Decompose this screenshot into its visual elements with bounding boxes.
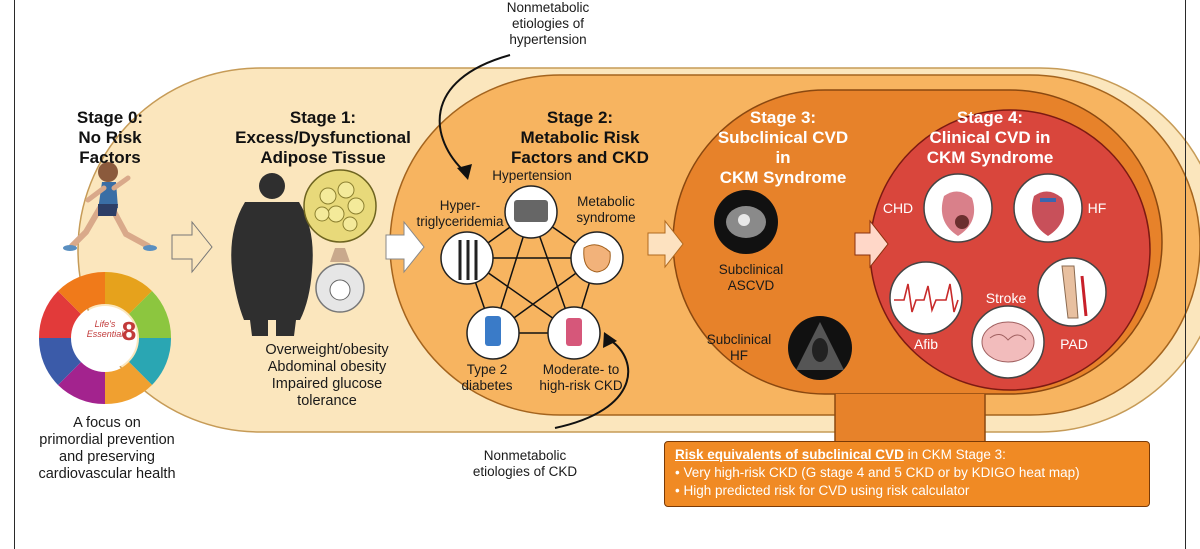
arrow-1-2 xyxy=(385,220,425,274)
stage1-title-line: Stage 1: xyxy=(289,108,357,127)
label-hypertriglyceridemia: Hyper- triglyceridemia xyxy=(410,198,510,230)
label-t2d-line1: Type 2 xyxy=(466,362,508,377)
arrow-2-3 xyxy=(647,219,684,269)
risk-panel-bullet: • High predicted risk for CVD using risk… xyxy=(675,482,970,498)
frame-line-left xyxy=(14,0,15,549)
pad-leg-image xyxy=(1037,257,1107,327)
top-note-line: Nonmetabolic xyxy=(506,0,590,15)
label-ascvd-line2: ASCVD xyxy=(727,277,775,293)
stage1-conditions: Overweight/obesity Abdominal obesity Imp… xyxy=(248,342,406,410)
scale-image xyxy=(315,248,365,313)
stage4-title: Stage 4: Clinical CVD in CKM Syndrome xyxy=(920,108,1060,168)
risk-panel-bullet: • Very high-risk CKD (G stage 4 and 5 CK… xyxy=(675,464,1080,480)
stage2-title-line: Factors and CKD xyxy=(511,148,649,168)
les8-logo-line2: Essential xyxy=(86,328,124,339)
risk-panel-heading-underlined: Risk equivalents of subclinical CVD xyxy=(675,447,904,462)
bottom-note: Nonmetabolic etiologies of CKD xyxy=(460,448,590,480)
label-chd: CHD xyxy=(882,200,914,216)
risk-panel-heading-rest: in CKM Stage 3: xyxy=(903,447,1006,462)
risk-equivalents-panel: Risk equivalents of subclinical CVD in C… xyxy=(664,441,1150,507)
echo-image xyxy=(788,316,852,380)
top-note-line: hypertension xyxy=(509,31,587,47)
adipose-tissue-image xyxy=(303,169,377,243)
label-hf-line1: Subclinical xyxy=(706,332,772,347)
label-type2-diabetes: Type 2 diabetes xyxy=(452,362,522,394)
obese-silhouette xyxy=(231,173,313,336)
les8-wheel xyxy=(38,271,172,405)
label-ckd-line1: Moderate- to xyxy=(542,362,620,377)
stage0-focus-line: cardiovascular health xyxy=(38,466,176,483)
stage3-title-line: CKM Syndrome xyxy=(719,168,847,188)
ct-scan-image xyxy=(714,190,778,254)
stage4-title-line: Stage 4: xyxy=(956,108,1024,127)
label-ascvd-line1: Subclinical xyxy=(718,262,784,277)
label-hf: HF xyxy=(1087,200,1107,216)
les8-logo-line1: Life's xyxy=(94,319,116,329)
stage1-title: Stage 1: Excess/Dysfunctional Adipose Ti… xyxy=(228,108,418,168)
brain-image xyxy=(971,305,1045,379)
arrow-3-4 xyxy=(854,219,889,269)
stage0-focus-line: A focus on xyxy=(73,415,141,431)
stage1-condition: Abdominal obesity xyxy=(267,359,387,376)
stage1-condition: Overweight/obesity xyxy=(265,342,389,358)
label-ckd-line2: high-risk CKD xyxy=(539,377,623,393)
stage0-title-line1: Stage 0: xyxy=(76,108,144,127)
stage4-title-line: CKM Syndrome xyxy=(926,148,1054,168)
stage2-title-line: Stage 2: xyxy=(546,108,614,127)
label-metabolic-line1: Metabolic xyxy=(577,194,635,209)
label-t2d-line2: diabetes xyxy=(461,377,513,393)
label-metabolic-syndrome: Metabolic syndrome xyxy=(568,194,644,226)
stage0-focus-text: A focus on primordial prevention and pre… xyxy=(22,415,192,483)
hf-heart-image xyxy=(1013,173,1083,243)
chd-heart-image xyxy=(923,173,993,243)
label-subclinical-ascvd: Subclinical ASCVD xyxy=(706,262,796,294)
stage1-condition: Impaired glucose xyxy=(271,376,383,393)
stage4-title-line: Clinical CVD in xyxy=(929,128,1051,148)
stage3-title-line: Stage 3: xyxy=(749,108,817,127)
label-ckd: Moderate- to high-risk CKD xyxy=(526,362,636,394)
runner-illustration xyxy=(63,162,157,251)
stage2-title-line: Metabolic Risk xyxy=(520,128,640,148)
stage1-title-line: Adipose Tissue xyxy=(260,148,386,168)
label-pad: PAD xyxy=(1060,336,1088,352)
stage0-focus-line: and preserving xyxy=(59,449,155,466)
stage3-title-line: Subclinical CVD in xyxy=(717,128,849,168)
les8-logo-text: Life's Essential xyxy=(70,319,140,340)
top-note-arrow xyxy=(438,54,511,173)
les8-logo-number: 8 xyxy=(121,316,137,346)
label-metabolic-line2: syndrome xyxy=(576,209,636,225)
stage1-condition: tolerance xyxy=(297,393,357,410)
stage1-title-line: Excess/Dysfunctional xyxy=(235,128,411,148)
label-subclinical-hf: Subclinical HF xyxy=(694,332,784,364)
panel-connector xyxy=(835,394,985,444)
stage0-title-line2: No Risk Factors xyxy=(78,128,142,168)
stage3-title: Stage 3: Subclinical CVD in CKM Syndrome xyxy=(708,108,858,188)
bottom-note-line: etiologies of CKD xyxy=(472,463,578,479)
label-hypertension: Hypertension xyxy=(492,168,572,183)
top-note: Nonmetabolic etiologies of hypertension xyxy=(478,0,618,48)
arrow-0-1 xyxy=(171,220,213,274)
stage0-title: Stage 0: No Risk Factors xyxy=(50,108,170,168)
risk-panel-heading: Risk equivalents of subclinical CVD in C… xyxy=(675,446,1139,464)
label-stroke: Stroke xyxy=(985,290,1027,306)
bottom-note-arrow xyxy=(554,339,630,429)
label-hypertg-line1: Hyper- xyxy=(439,198,481,213)
stage0-focus-line: primordial prevention xyxy=(39,432,175,449)
label-afib: Afib xyxy=(913,336,939,352)
label-hypertg-line2: triglyceridemia xyxy=(416,213,504,229)
top-note-line: etiologies of xyxy=(511,15,585,31)
afib-ecg-image xyxy=(889,261,963,335)
stage2-title: Stage 2: Metabolic Risk Factors and CKD xyxy=(500,108,660,168)
bottom-note-line: Nonmetabolic xyxy=(483,448,567,463)
frame-line-right xyxy=(1185,0,1186,549)
label-hf-line2: HF xyxy=(730,347,748,363)
